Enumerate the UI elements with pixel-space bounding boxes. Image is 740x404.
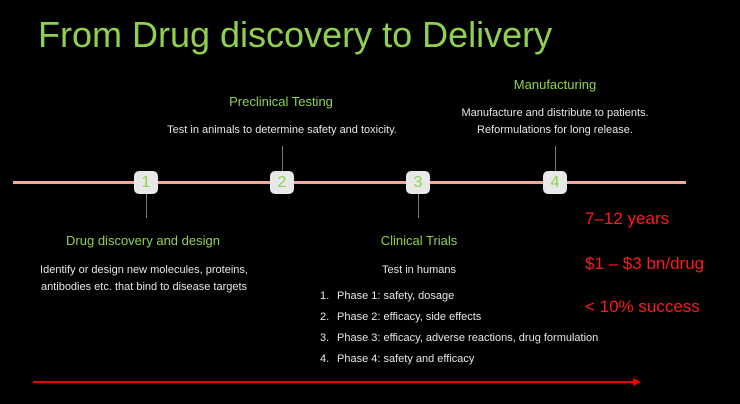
phase-text: Phase 1: safety, dosage (337, 290, 455, 302)
step-heading-2: Preclinical Testing (229, 94, 333, 109)
connector-3 (418, 194, 419, 218)
step-marker-4: 4 (543, 171, 567, 194)
connector-1 (146, 194, 147, 218)
description-line: Manufacture and distribute to patients. (461, 107, 649, 119)
phase-number: 2. (320, 311, 330, 323)
description-line: Reformulations for long release. (477, 124, 633, 136)
slide-title: From Drug discovery to Delivery (38, 14, 553, 55)
connector-2 (282, 146, 283, 171)
step-marker-1: 1 (134, 171, 158, 194)
phase-text: Phase 2: efficacy, side effects (337, 311, 482, 323)
stat-cost: $1 – $3 bn/drug (585, 254, 705, 273)
description-line: Identify or design new molecules, protei… (40, 264, 248, 276)
step-description-3: Test in humans (382, 262, 456, 279)
step-heading-4: Manufacturing (513, 77, 597, 92)
phase-item: 2. Phase 2: efficacy, side effects (320, 311, 598, 332)
phase-number: 3. (320, 332, 330, 344)
description-line: Test in humans (382, 264, 456, 276)
description-line: Test in animals to determine safety and … (167, 124, 397, 136)
step-heading-3: Clinical Trials (380, 233, 458, 248)
connector-4 (555, 146, 556, 171)
phase-item: 3. Phase 3: efficacy, adverse reactions, … (320, 332, 598, 353)
progress-arrow-line (33, 381, 633, 383)
clinical-phases-list: 1. Phase 1: safety, dosage 2. Phase 2: eff… (320, 290, 598, 374)
phase-text: Phase 4: safety and efficacy (337, 353, 475, 365)
step-heading-1: Drug discovery and design (66, 233, 220, 248)
phase-number: 1. (320, 290, 330, 302)
step-marker-2: 2 (270, 171, 294, 194)
stat-success-rate: < 10% success (585, 297, 700, 316)
step-marker-3: 3 (406, 171, 430, 194)
step-description-2: Test in animals to determine safety and … (167, 122, 397, 139)
phase-number: 4. (320, 353, 330, 365)
step-description-1: Identify or design new molecules, protei… (40, 262, 248, 296)
stat-duration: 7–12 years (585, 209, 670, 228)
description-line: antibodies etc. that bind to disease tar… (40, 281, 248, 293)
timeline-line (13, 181, 686, 184)
step-description-4: Manufacture and distribute to patients. … (461, 105, 648, 139)
phase-text: Phase 3: efficacy, adverse reactions, dr… (337, 332, 599, 344)
phase-item: 1. Phase 1: safety, dosage (320, 290, 598, 311)
phase-item: 4. Phase 4: safety and efficacy (320, 353, 598, 374)
arrow-head-icon (633, 378, 641, 386)
